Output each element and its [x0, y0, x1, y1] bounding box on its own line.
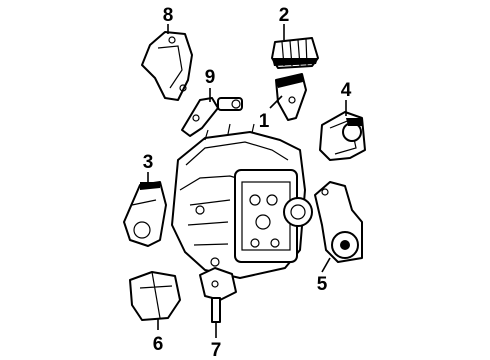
- callout-7: 7: [211, 340, 222, 360]
- callout-1: 1: [259, 111, 270, 132]
- transaxle-assembly: [171, 123, 313, 279]
- callout-4: 4: [341, 80, 352, 101]
- part-7-stud-bracket: [199, 267, 237, 323]
- part-5-right-lower-mount: [314, 181, 363, 263]
- part-9-link-bracket: [181, 97, 243, 137]
- callout-2: 2: [279, 5, 290, 26]
- callout-3: 3: [143, 152, 154, 173]
- part-2-mount-insulator: [271, 37, 319, 69]
- callout-9: 9: [205, 67, 216, 88]
- part-3-left-mount: [123, 181, 167, 247]
- part-1-small-bracket: [275, 73, 307, 121]
- part-4-right-mount: [319, 111, 366, 161]
- part-8-mount-bracket: [141, 31, 193, 101]
- callout-8: 8: [163, 5, 174, 26]
- callout-5: 5: [317, 274, 328, 295]
- part-6-lower-bracket: [129, 271, 181, 321]
- callout-6: 6: [153, 334, 164, 355]
- leader-lines: [147, 24, 347, 338]
